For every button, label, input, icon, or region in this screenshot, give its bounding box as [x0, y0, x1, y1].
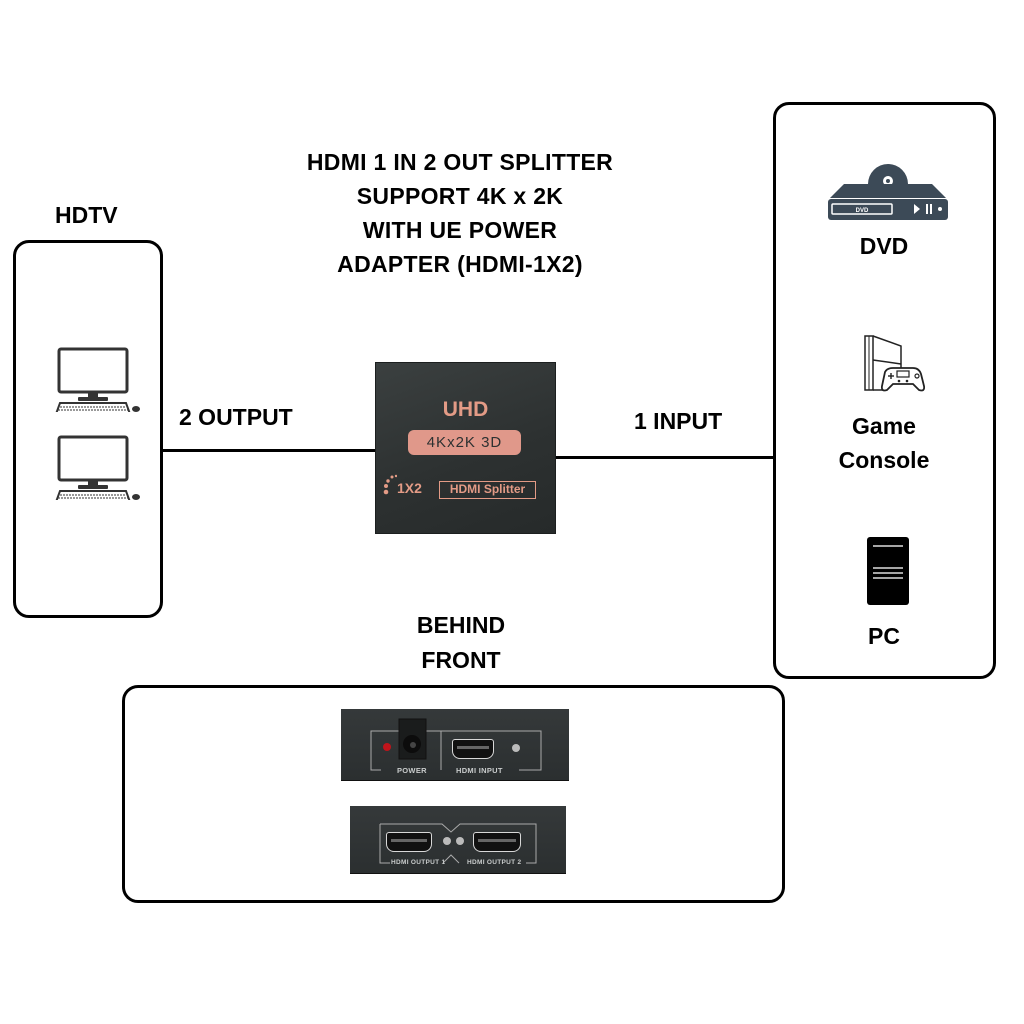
hdmi-input-port: [452, 739, 494, 759]
splitter-uhd-text: UHD: [442, 398, 489, 421]
splitter-resolution-badge: 4Kx2K 3D: [408, 430, 521, 455]
sources-box: DVD DVD Game Console PC: [773, 102, 996, 679]
input-connection-line: [555, 456, 774, 459]
front-heading: FRONT: [421, 647, 501, 673]
input-connection-label: 1 INPUT: [634, 408, 723, 434]
views-heading: BEHIND FRONT: [350, 608, 572, 678]
power-port-label: POWER: [397, 766, 427, 775]
behind-heading: BEHIND: [416, 612, 506, 638]
title-line-2: SUPPORT 4K x 2K: [356, 183, 564, 209]
back-panel-view: POWER HDMI INPUT: [341, 709, 569, 780]
status-led: [512, 744, 520, 752]
output-connection-line: [162, 449, 376, 452]
hdmi-output-2-label: HDMI OUTPUT 2: [467, 859, 522, 866]
game-console-label-line-2: Console: [838, 447, 930, 473]
dvd-player-icon: DVD: [828, 164, 948, 220]
back-panel-outline: [370, 718, 542, 771]
front-panel-view: HDMI OUTPUT 1 HDMI OUTPUT 2: [350, 806, 566, 873]
game-console-label-line-1: Game: [852, 413, 916, 439]
output-1-led: [443, 837, 451, 845]
hdtv-heading: HDTV: [55, 202, 118, 228]
source-label-pc: PC: [868, 623, 900, 649]
hdmi-output-2-port: [473, 832, 521, 852]
hdtv-box: [13, 240, 163, 618]
front-panel-outline: [379, 823, 537, 864]
hdmi-splitter-device: UHD 4Kx2K 3D 1X2 HDMI Splitter: [375, 362, 556, 534]
signal-dots-icon: [383, 474, 397, 495]
title-line-1: HDMI 1 IN 2 OUT SPLITTER: [306, 149, 614, 175]
hdmi-output-1-label: HDMI OUTPUT 1: [391, 859, 446, 866]
pc-tower-icon: [867, 537, 909, 605]
diagram-title: HDMI 1 IN 2 OUT SPLITTER SUPPORT 4K x 2K…: [260, 145, 660, 281]
output-2-led: [456, 837, 464, 845]
desktop-computer-icon: [55, 347, 140, 412]
power-led: [383, 743, 391, 751]
title-line-4: ADAPTER (HDMI-1X2): [337, 251, 583, 277]
dvd-icon-text: DVD: [856, 208, 869, 214]
hdmi-input-label: HDMI INPUT: [456, 766, 503, 775]
splitter-model-prefix: 1X2: [397, 480, 422, 496]
hdmi-output-1-port: [386, 832, 432, 852]
title-line-3: WITH UE POWER: [362, 217, 558, 243]
source-label-game-console: Game Console: [776, 409, 992, 477]
desktop-computer-icon: [55, 435, 140, 500]
game-console-icon: [864, 335, 925, 392]
source-label-dvd: DVD: [859, 233, 909, 259]
splitter-model-name: HDMI Splitter: [439, 481, 536, 499]
output-connection-label: 2 OUTPUT: [179, 404, 293, 430]
